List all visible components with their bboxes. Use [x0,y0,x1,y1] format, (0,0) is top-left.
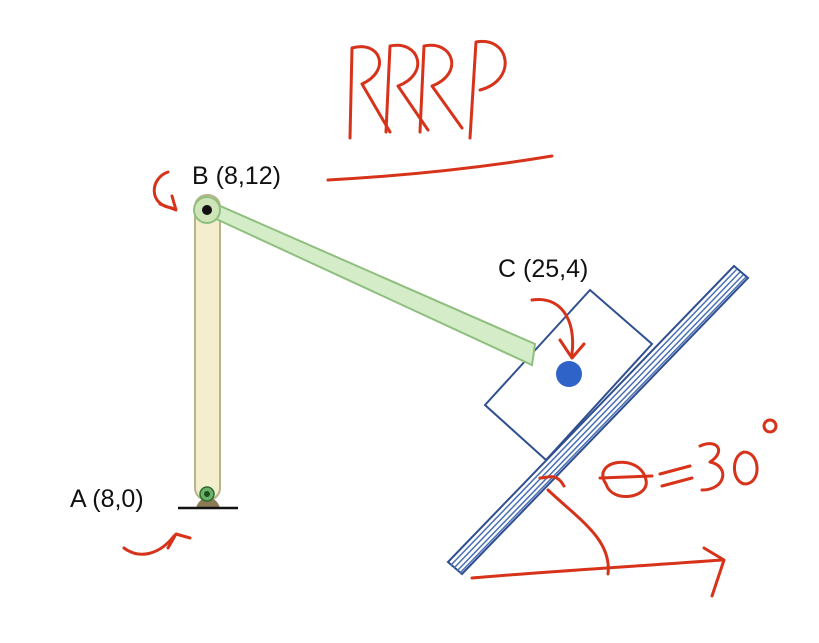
point-c-marker [556,361,582,387]
slider-rail [446,264,750,576]
pointer-arrow-c [530,298,586,360]
label-point-c: C (25,4) [498,255,588,283]
title-underline [326,154,554,182]
joint-b-pin [202,205,212,215]
label-point-b: B (8,12) [192,162,281,190]
rotation-arrow-b [152,170,178,212]
joint-a-pin [204,491,210,497]
link-ab [194,194,221,501]
link-bc [199,195,537,367]
ground-support-a [178,497,238,510]
title-handwritten-rrrp [348,40,507,140]
angle-annotation [470,418,778,598]
label-point-a: A (8,0) [70,485,144,513]
rotation-arrow-a [122,532,192,556]
